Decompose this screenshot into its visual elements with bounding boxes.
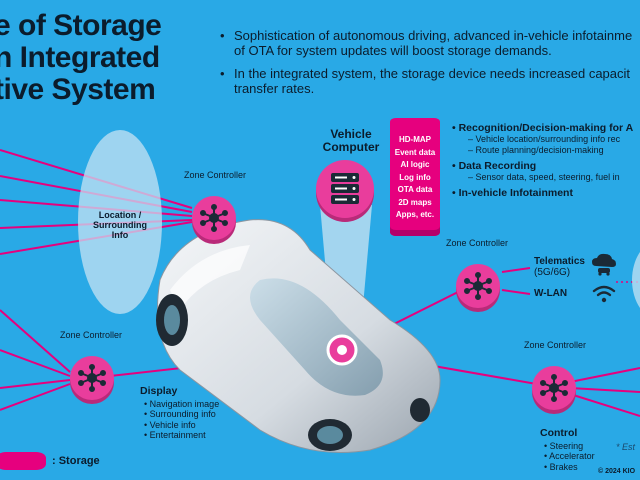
storage-cylinder: HD-MAP Event data AI logic Log info OTA …	[390, 118, 440, 236]
location-label: Location / Surrounding Info	[93, 210, 147, 240]
zone-controller-node	[456, 264, 500, 308]
intro-bullets: Sophistication of autonomous driving, ad…	[220, 28, 640, 104]
list-item: Accelerator	[540, 451, 595, 462]
usage-item: Route planning/decision-making	[452, 145, 640, 156]
network-hub-icon	[540, 374, 568, 402]
display-list: Display Navigation image Surrounding inf…	[140, 386, 219, 441]
list-item: Entertainment	[140, 430, 219, 441]
storage-legend-swatch	[0, 452, 46, 470]
vehicle-computer-node	[316, 160, 374, 218]
list-item: Vehicle info	[140, 420, 219, 431]
copyright: © 2024 KIO	[598, 468, 636, 475]
cloud-car-icon	[592, 253, 616, 276]
telematics-label: Telematics (5G/6G)	[534, 256, 585, 278]
car-illustration	[156, 219, 441, 453]
wlan-label: W-LAN	[534, 288, 568, 299]
footnote: * Est	[616, 442, 636, 452]
list-item: Navigation image	[140, 399, 220, 410]
usage-heading: Data Recording	[452, 160, 640, 172]
usage-item: Vehicle location/surrounding info rec	[452, 134, 640, 145]
zone-controller-label: Zone Controller	[59, 330, 123, 340]
list-item: Brakes	[540, 462, 595, 473]
zone-controller-label: Zone Controller	[183, 170, 247, 180]
zone-controller-node	[70, 356, 114, 400]
zone-controller-label: Zone Controller	[445, 238, 509, 248]
server-icon	[331, 173, 359, 204]
zone-controller-node	[192, 196, 236, 240]
usage-heading: Recognition/Decision-making for A	[452, 122, 640, 134]
network-hub-icon	[464, 272, 492, 300]
usage-heading: In-vehicle Infotainment	[452, 187, 640, 199]
zone-controller-node	[532, 366, 576, 410]
network-hub-icon	[78, 364, 106, 392]
storage-legend: : Storage	[0, 452, 100, 470]
list-item: Steering	[540, 441, 595, 452]
list-item: Surrounding info	[140, 409, 219, 420]
wifi-icon	[592, 285, 616, 303]
control-list: Control Steering Accelerator Brakes	[540, 428, 595, 472]
bullet-item: Sophistication of autonomous driving, ad…	[220, 28, 640, 58]
page-title: e of Storage n Integrated tive System	[0, 9, 162, 106]
vehicle-computer-label: Vehicle Computer	[322, 127, 380, 154]
network-hub-icon	[200, 204, 228, 232]
zone-controller-label: Zone Controller	[523, 340, 587, 350]
bullet-item: In the integrated system, the storage de…	[220, 66, 640, 96]
storage-usage-list: Recognition/Decision-making for A Vehicl…	[452, 118, 640, 199]
usage-item: Sensor data, speed, steering, fuel in	[452, 172, 640, 183]
